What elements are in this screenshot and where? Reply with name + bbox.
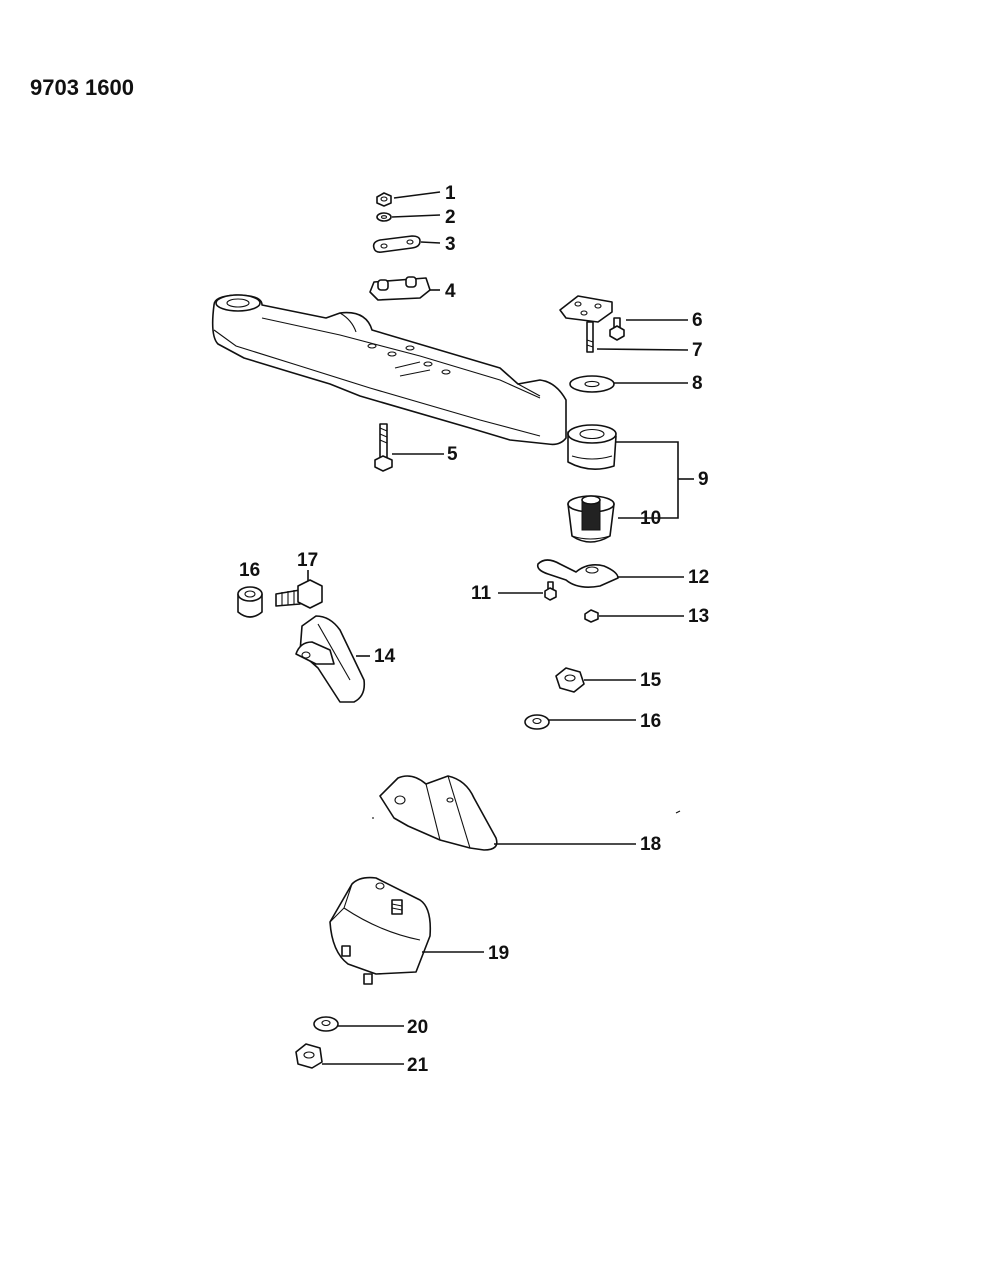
callout-14: 14 [374, 646, 396, 667]
part-6-bolt [609, 317, 625, 341]
part-9-boss [567, 424, 617, 470]
part-21-nut [295, 1043, 323, 1069]
part-19-insulator [329, 876, 432, 985]
part-2-washer [376, 212, 392, 222]
part-12-stopper-plate [536, 559, 619, 588]
part-15-nut [555, 667, 585, 693]
callout-7: 7 [692, 340, 703, 361]
part-14-bracket [295, 615, 366, 703]
callout-5: 5 [447, 444, 458, 465]
part-16-washer-right [524, 714, 550, 730]
callout-12: 12 [688, 567, 709, 588]
callout-1: 1 [445, 183, 456, 204]
part-18-mount-bracket [379, 775, 498, 851]
leader-3 [420, 241, 441, 244]
crossmember [211, 294, 567, 446]
callout-6: 6 [692, 310, 703, 331]
callout-11: 11 [471, 583, 492, 604]
callout-10: 10 [640, 508, 661, 529]
callout-15: 15 [640, 670, 662, 691]
callout-8: 8 [692, 373, 703, 394]
callout-16-right: 16 [640, 711, 661, 732]
callout-13: 13 [688, 606, 709, 627]
part-20-washer [313, 1016, 339, 1032]
leader-7 [596, 348, 689, 351]
part-3-plate [372, 235, 421, 253]
part-11-bolt [544, 581, 557, 601]
callout-2: 2 [445, 207, 456, 228]
callout-4: 4 [445, 281, 456, 302]
document-number: 9703 1600 [30, 75, 134, 100]
leader-1 [393, 191, 441, 199]
callout-19: 19 [488, 943, 509, 964]
part-8-washer [569, 375, 615, 393]
part-5-bolt [374, 423, 393, 472]
part-4-bracket [369, 276, 431, 301]
part-1-nut [376, 192, 392, 207]
callout-3: 3 [445, 234, 456, 255]
callout-17: 17 [297, 550, 318, 571]
callout-18: 18 [640, 834, 661, 855]
part-7-stud-bracket [559, 295, 613, 353]
scan-mark [675, 810, 681, 814]
leader-2 [391, 214, 441, 218]
callout-20: 20 [407, 1017, 428, 1038]
callout-16-left: 16 [239, 560, 260, 581]
part-10-bushing [567, 495, 615, 543]
part-13-nut [584, 609, 599, 623]
part-16-spacer-left [237, 586, 263, 618]
callout-21: 21 [407, 1055, 429, 1076]
part-17-bolt [275, 579, 323, 609]
leader-9-bracket [616, 441, 679, 519]
callout-9: 9 [698, 469, 709, 490]
